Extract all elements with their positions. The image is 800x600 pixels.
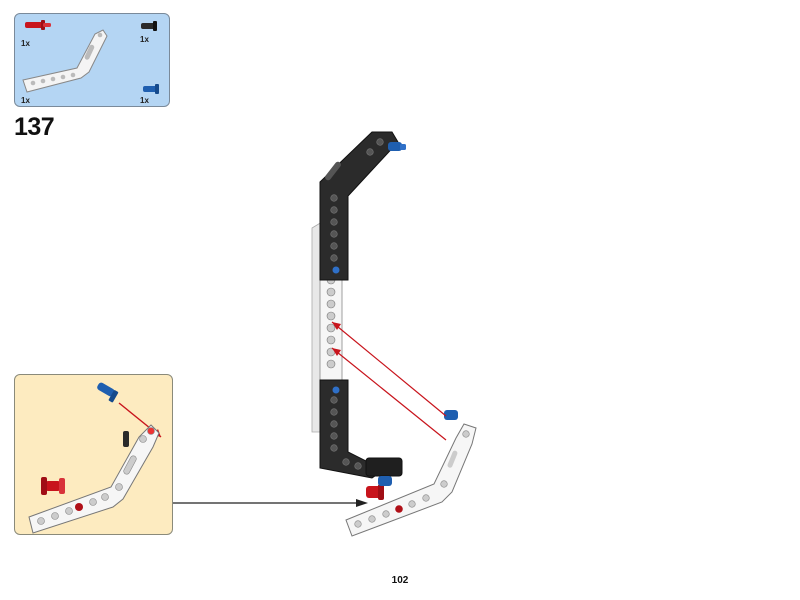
black-bent-beam [319,131,399,281]
blue-pin-icon [444,410,458,420]
black-pin-icon [141,21,157,31]
white-beam-icon [345,423,477,537]
quantity-blue-pin: 1x [140,96,149,105]
red-pin-icon [25,20,51,30]
blue-pin-icon [378,476,392,486]
insert-arrows [331,321,447,441]
parts-list-callout: 1x 1x 1x 1x [14,13,170,107]
white-beam-icon [28,424,160,534]
subassembly-art [28,382,162,534]
quantity-white-beam: 1x [21,96,30,105]
black-lower-beam [319,379,403,479]
quantity-red-pin: 1x [21,39,30,48]
blue-pin-icon [143,84,159,94]
blue-pin-icon [97,382,119,403]
parts-list-art [22,20,159,94]
black-pin-icon [123,431,129,447]
subassembly-callout [14,374,173,535]
blue-pin-icon [388,142,406,151]
red-pin-icon [41,477,65,495]
red-pin-icon [366,484,384,500]
callout-arrow [173,499,368,507]
step-number: 137 [14,113,55,141]
quantity-black-pin: 1x [140,35,149,44]
page-number: 102 [391,575,409,586]
white-beam-icon [22,29,108,93]
